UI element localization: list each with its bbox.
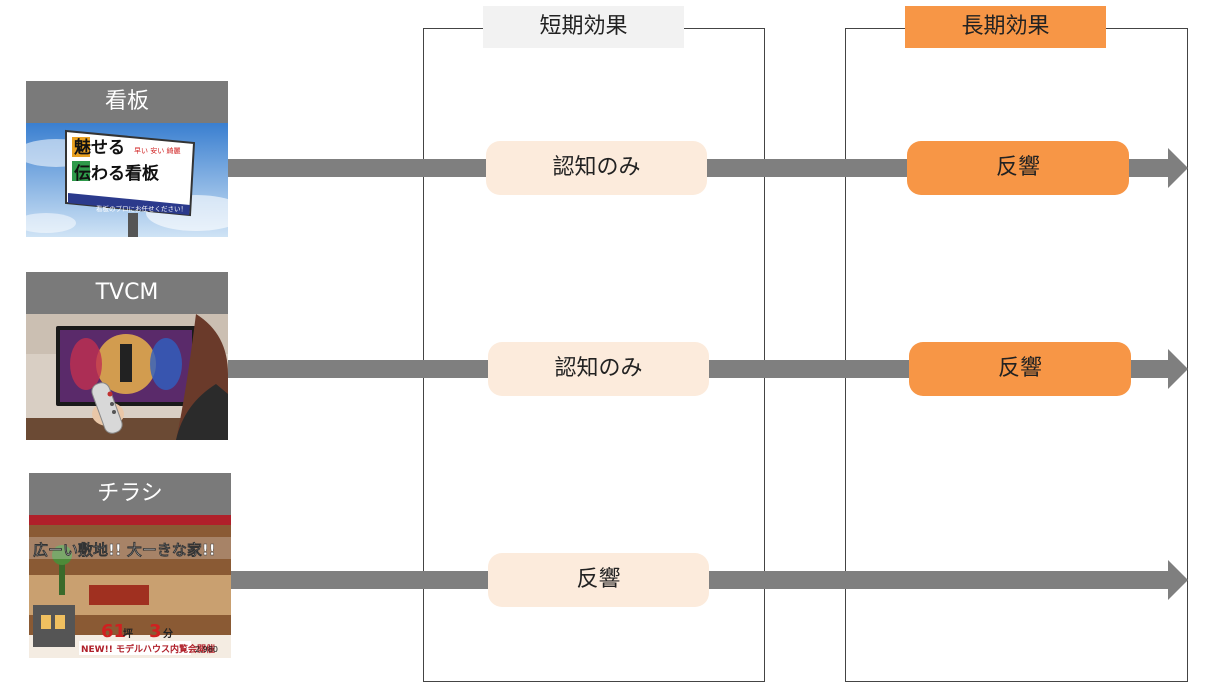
flyer-price: 2,980 bbox=[195, 645, 218, 654]
arrowhead-tvcm bbox=[1168, 349, 1188, 389]
billboard-image: 魅せる 伝わる看板 早い 安い 綺麗 看板のプロにお任せください！ bbox=[26, 123, 228, 237]
flyer-size-number: 61 bbox=[101, 621, 126, 642]
media-label-billboard: 看板 bbox=[26, 81, 228, 123]
arrowhead-billboard bbox=[1168, 148, 1188, 188]
tvcm-long-effect: 反響 bbox=[909, 342, 1131, 396]
flyer-walk-number: 3 bbox=[149, 621, 162, 642]
flyer-banner: NEW!! モデルハウス内覧会開催 bbox=[81, 643, 215, 655]
flyer-headline: 広ーい敷地!! 大ーきな家!! bbox=[33, 541, 216, 559]
short-term-header: 短期効果 bbox=[483, 6, 684, 48]
flyer-size-unit: 坪 bbox=[123, 627, 133, 640]
flyer-image: 広ーい敷地!! 大ーきな家!! 61 坪 3 分 NEW!! モデルハウス内覧会… bbox=[29, 515, 231, 658]
media-label-flyer: チラシ bbox=[29, 473, 231, 515]
media-label-tvcm: TVCM bbox=[26, 272, 228, 314]
billboard-line2: 伝わる看板 bbox=[74, 163, 160, 184]
tvcm-short-effect: 認知のみ bbox=[488, 342, 709, 396]
billboard-long-effect: 反響 bbox=[907, 141, 1129, 195]
long-term-header: 長期効果 bbox=[905, 6, 1106, 48]
billboard-footer: 看板のプロにお任せください！ bbox=[96, 204, 187, 213]
billboard-short-effect: 認知のみ bbox=[486, 141, 707, 195]
tv-remote-image bbox=[26, 314, 228, 440]
flyer-walk-unit: 分 bbox=[163, 627, 173, 640]
billboard-line1: 魅せる bbox=[74, 137, 125, 158]
billboard-tag: 早い 安い 綺麗 bbox=[134, 146, 180, 155]
flyer-short-effect: 反響 bbox=[488, 553, 709, 607]
arrowhead-flyer bbox=[1168, 560, 1188, 600]
